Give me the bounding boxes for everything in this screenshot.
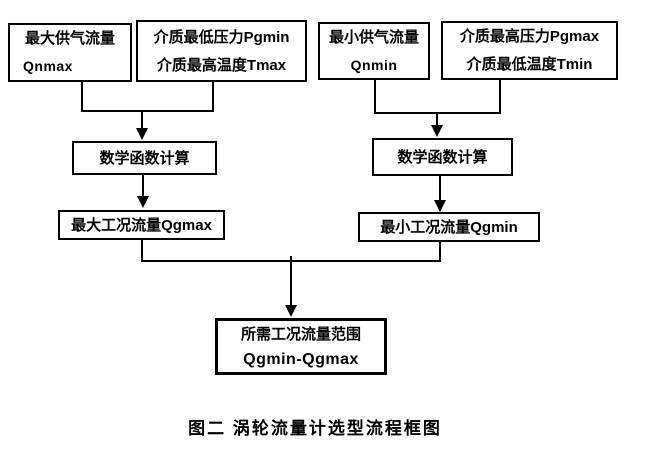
box-required-flow-range-label: 所需工况流量范围 (240, 325, 361, 343)
box-required-flow-range: 所需工况流量范围 Qgmin-Qgmax (215, 318, 387, 375)
arrowhead-down-icon (285, 305, 297, 317)
box-min-pressure-label: 介质最低压力Pgmin (153, 28, 290, 46)
connector-right-math-to-qgmin (434, 176, 446, 212)
box-max-pressure-label: 介质最高压力Pgmax (459, 28, 600, 45)
box-min-pressure-max-temp: 介质最低压力Pgmin 介质最高温度Tmax (136, 20, 307, 82)
box-max-supply-flow-label: 最大供气流量 (24, 30, 115, 47)
arrowhead-down-icon (136, 128, 148, 140)
connector-left-math-to-qgmax (137, 175, 149, 208)
box-min-supply-flow: 最小供气流量 Qnmin (318, 22, 430, 80)
box-math-calc-left-label: 数学函数计算 (99, 149, 190, 167)
arrowhead-down-icon (137, 196, 149, 208)
connector-bottom-merge (141, 240, 441, 317)
box-max-supply-flow-symbol: Qnmax (23, 58, 73, 74)
box-max-pressure-min-temp: 介质最高压力Pgmax 介质最低温度Tmin (441, 21, 618, 80)
box-min-working-flow: 最小工况流量Qgmin (358, 212, 540, 242)
box-required-flow-range-symbol: Qgmin-Qgmax (243, 350, 359, 368)
box-math-calc-right: 数学函数计算 (372, 138, 513, 176)
box-min-supply-flow-symbol: Qnmin (350, 56, 398, 73)
arrowhead-down-icon (434, 200, 446, 212)
box-math-calc-left: 数学函数计算 (72, 141, 217, 175)
box-max-supply-flow: 最大供气流量 Qnmax (8, 23, 132, 82)
figure-caption: 图二 涡轮流量计选型流程框图 (188, 419, 442, 438)
box-max-working-flow: 最大工况流量Qgmax (58, 210, 225, 240)
box-max-temp-label: 介质最高温度Tmax (156, 56, 287, 74)
arrowhead-down-icon (431, 125, 443, 137)
box-math-calc-right-label: 数学函数计算 (397, 148, 488, 166)
box-min-temp-label: 介质最低温度Tmin (466, 56, 593, 73)
connector-right-top-merge (374, 80, 501, 137)
box-max-working-flow-label: 最大工况流量Qgmax (71, 216, 212, 234)
box-min-supply-flow-label: 最小供气流量 (328, 28, 419, 46)
box-min-working-flow-label: 最小工况流量Qgmin (380, 218, 518, 236)
connector-left-top-merge (81, 82, 214, 140)
